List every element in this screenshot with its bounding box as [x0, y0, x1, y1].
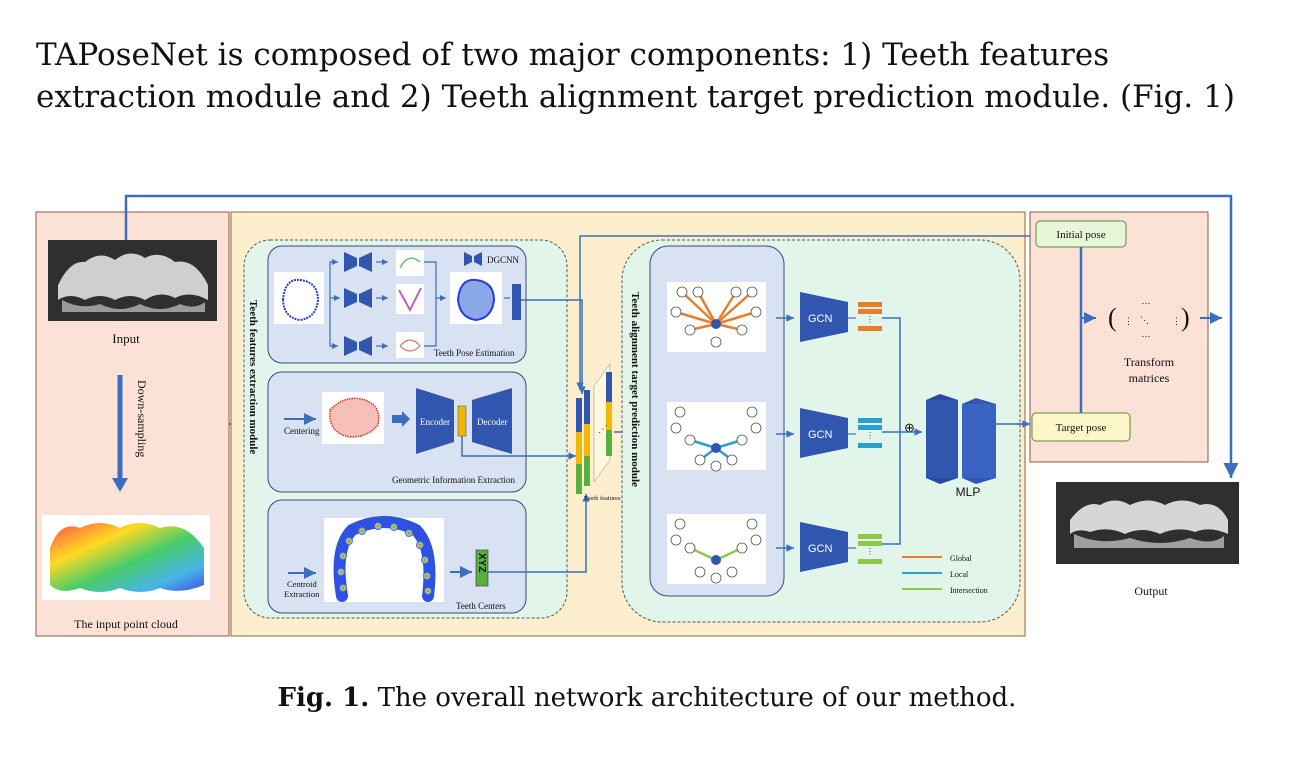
- svg-text:⋮: ⋮: [866, 431, 874, 440]
- teeth-features-label: Teeth features: [584, 495, 621, 502]
- pose-estimation-label: Teeth Pose Estimation: [434, 348, 515, 358]
- gcn-block-2: [800, 408, 848, 458]
- dgcnn-legend-icon: [464, 252, 482, 266]
- svg-text:⋮: ⋮: [1124, 316, 1133, 326]
- input-teeth-image: [48, 240, 217, 321]
- decoder-block: [472, 388, 512, 454]
- tooth-scan-image: [274, 272, 324, 324]
- downsampling-label: Down-sampling: [135, 380, 149, 457]
- initial-pose-label: Initial pose: [1056, 229, 1105, 241]
- feature-vector-global: ⋮: [858, 302, 882, 331]
- mlp-block: [926, 394, 996, 484]
- feature-vector-intersection: ⋮: [858, 534, 882, 564]
- svg-text:⋯: ⋯: [1142, 331, 1151, 341]
- mlp-label: MLP: [956, 485, 981, 499]
- encoder-label: Encoder: [420, 417, 450, 427]
- input-point-cloud-image: [42, 515, 210, 600]
- caption-text: The overall network architecture of our …: [377, 683, 1017, 713]
- dgcnn-block-1: [344, 252, 372, 272]
- centroid-label-line1: Centroid: [287, 579, 317, 589]
- extraction-module-label: Teeth features extraction module: [247, 300, 259, 454]
- target-pose-label: Target pose: [1056, 422, 1107, 434]
- decoder-label: Decoder: [477, 417, 507, 427]
- svg-text:): ): [1181, 303, 1190, 332]
- output-teeth-image: [1056, 482, 1239, 564]
- gcn-block-3: [800, 522, 848, 572]
- gcn-label-1: GCN: [808, 313, 833, 325]
- prediction-module-label: Teeth alignment target prediction module: [629, 292, 641, 487]
- intro-paragraph: TAPoseNet is composed of two major compo…: [36, 37, 1235, 115]
- svg-text:⋮: ⋮: [1172, 316, 1181, 326]
- graph-intersection: [667, 514, 766, 584]
- gcn-label-2: GCN: [808, 429, 833, 441]
- input-label: Input: [112, 331, 140, 346]
- svg-text:⋱: ⋱: [1140, 315, 1149, 325]
- dgcnn-block-2: [344, 288, 372, 308]
- latent-code-bar: [457, 405, 467, 437]
- centering-label: Centering: [284, 426, 320, 436]
- svg-text:⋮: ⋮: [866, 547, 874, 556]
- transform-matrix-symbol: ( ) ⋯ ⋮ ⋱ ⋮ ⋯: [1108, 298, 1190, 341]
- figure-caption: Fig. 1. The overall network architecture…: [0, 683, 1294, 713]
- xyz-block: [475, 549, 489, 587]
- xyz-label: XYZ: [476, 553, 487, 572]
- svg-text:⋮: ⋮: [866, 315, 874, 324]
- pose-feature-bar: [512, 284, 521, 320]
- teeth-centers-label: Teeth Centers: [456, 601, 506, 611]
- gcn-block-1: [800, 292, 848, 342]
- point-cloud-label: The input point cloud: [74, 617, 178, 631]
- dgcnn-block-3: [344, 336, 372, 356]
- legend-intersection-label: Intersection: [950, 586, 988, 595]
- svg-text:⋯: ⋯: [1142, 298, 1151, 308]
- pose-view-1: [396, 250, 424, 276]
- transform-label-line2: matrices: [1129, 371, 1170, 385]
- feature-vector-local: ⋮: [858, 418, 882, 448]
- centered-tooth-image: [322, 392, 384, 444]
- graph-local: [667, 402, 766, 472]
- transform-label-line1: Transform: [1124, 355, 1175, 369]
- gcn-label-3: GCN: [808, 543, 833, 555]
- svg-text:⋰: ⋰: [598, 424, 608, 435]
- dgcnn-label: DGCNN: [487, 255, 520, 265]
- centroid-label-line2: Extraction: [284, 589, 320, 599]
- legend-local-label: Local: [950, 570, 969, 579]
- legend-global-label: Global: [950, 554, 973, 563]
- output-label: Output: [1134, 584, 1168, 598]
- graph-global: [667, 282, 766, 352]
- svg-text:(: (: [1108, 303, 1117, 332]
- edge-legend: [902, 556, 942, 590]
- concat-symbol: ⊕: [904, 420, 915, 435]
- pose-result-image: [450, 272, 502, 324]
- caption-label: Fig. 1.: [277, 683, 370, 713]
- teeth-features-stack: ⋰: [576, 363, 612, 494]
- encoder-block: [416, 388, 454, 454]
- teeth-centers-heatmap: [324, 516, 444, 602]
- geometric-label: Geometric Information Extraction: [392, 475, 515, 485]
